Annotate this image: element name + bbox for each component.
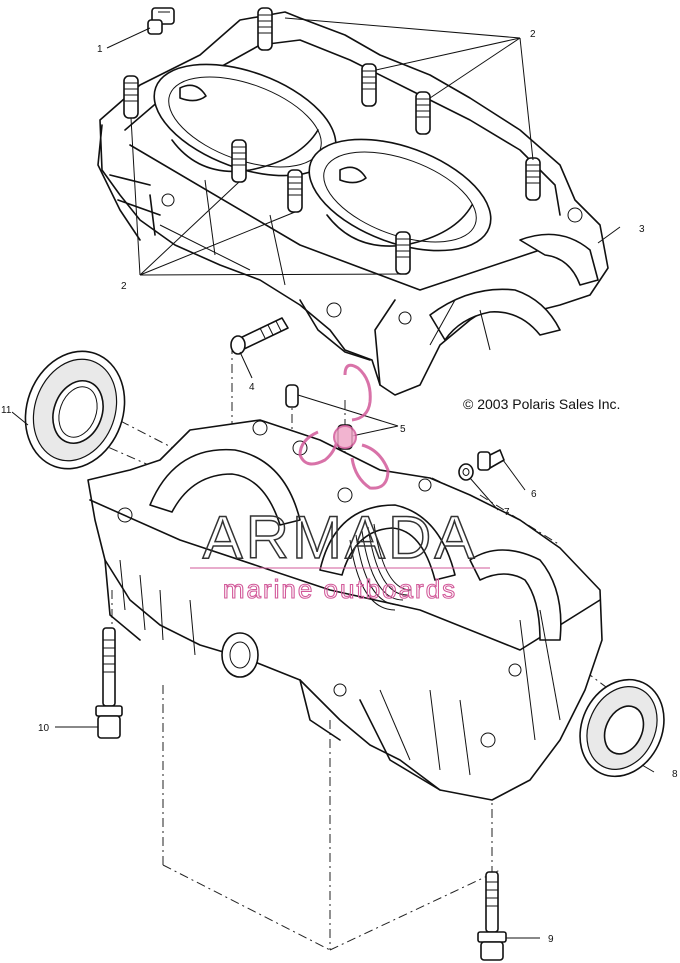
seal-part-8 [579, 678, 665, 778]
stud [231, 139, 247, 183]
stud [257, 7, 273, 51]
brand-wordmark: ARMADA [203, 504, 478, 571]
callout-8: 8 [672, 769, 678, 780]
callout-11: 11 [1, 405, 12, 416]
callout-5: 5 [400, 424, 406, 435]
brand-subtitle: marine outboards [223, 574, 457, 604]
callout-3: 3 [639, 224, 645, 235]
callout-9: 9 [548, 934, 554, 945]
stud [525, 157, 541, 201]
leader-lines [11, 17, 655, 939]
seal-part-11 [24, 350, 126, 470]
upper-crankcase [97, 11, 609, 396]
bolt-part-10 [95, 627, 123, 739]
fitting-part [147, 7, 175, 35]
callout-1: 1 [97, 44, 103, 55]
stud [287, 169, 303, 213]
stud [123, 75, 139, 119]
callout-6: 6 [531, 489, 537, 500]
callout-2-top: 2 [530, 29, 536, 40]
callout-4: 4 [249, 382, 255, 393]
callout-7: 7 [504, 507, 510, 518]
bolt-part-6 [477, 449, 505, 471]
stud [361, 63, 377, 107]
washer-part-7 [458, 463, 474, 481]
stud [395, 231, 411, 275]
copyright-text: © 2003 Polaris Sales Inc. [463, 396, 620, 412]
lower-crankcase [87, 419, 603, 801]
stud [415, 91, 431, 135]
callout-labels: 1 2 2 3 4 5 6 7 8 9 10 11 [1, 29, 678, 945]
bolt-part-4 [230, 317, 289, 355]
bolt-part-9 [477, 871, 507, 961]
callout-2-left: 2 [121, 281, 127, 292]
propeller-logo-icon [298, 363, 390, 490]
callout-10: 10 [38, 723, 50, 734]
